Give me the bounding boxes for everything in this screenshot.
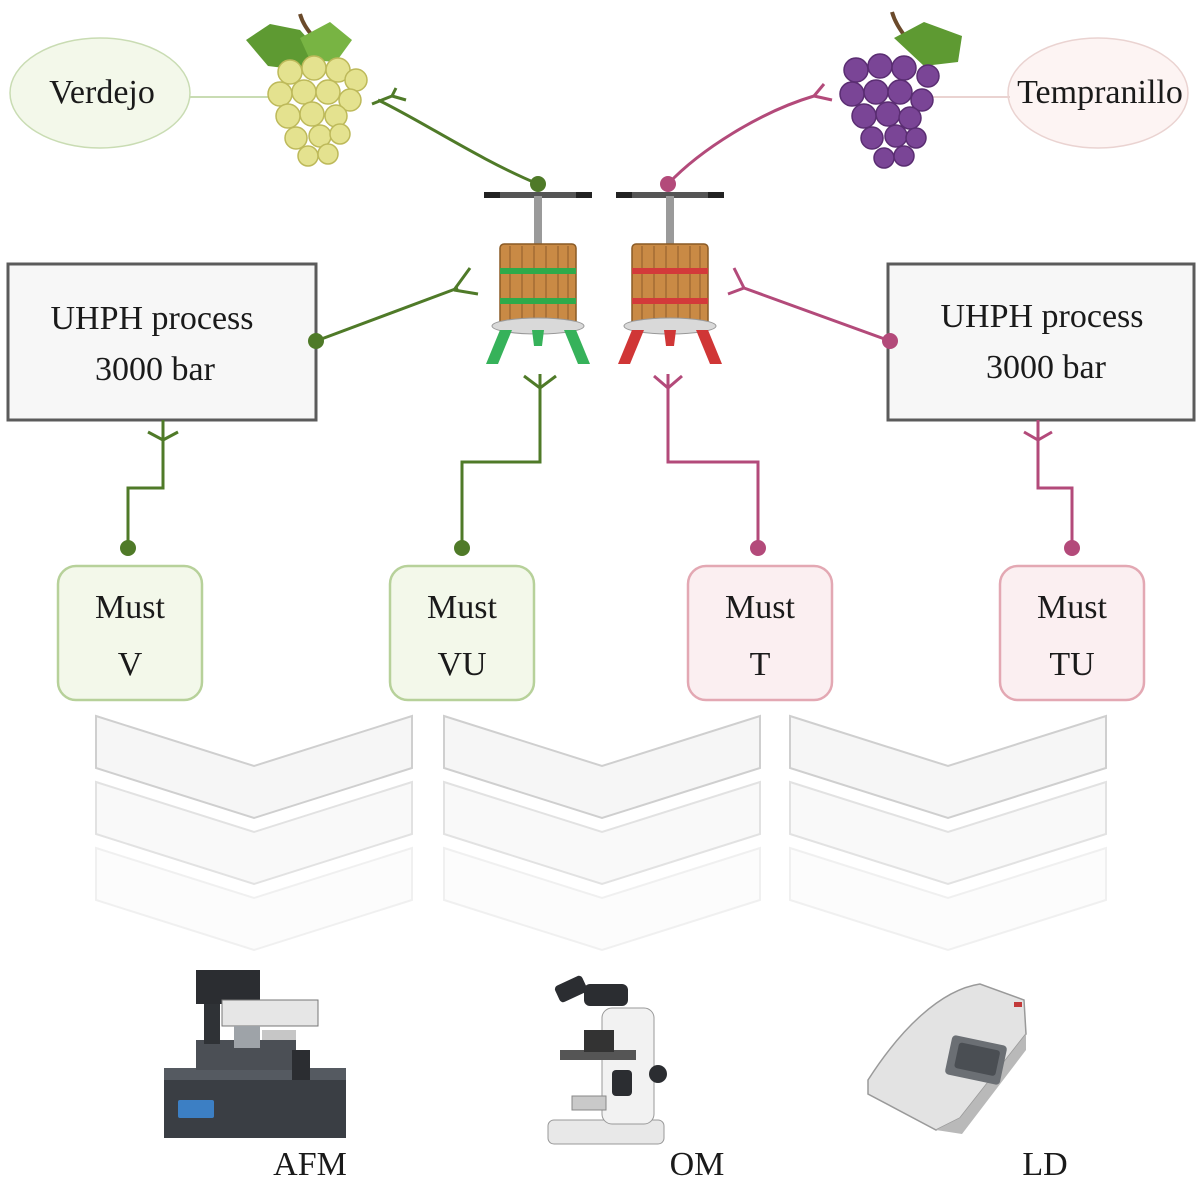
green-connectors xyxy=(126,87,557,548)
chevron-3-2 xyxy=(789,780,1107,886)
verdejo-label-group: Verdejo xyxy=(9,37,272,149)
chevron-2-3 xyxy=(443,846,761,952)
chevron-3-3 xyxy=(789,846,1107,952)
uhph-right-line2: 3000 bar xyxy=(986,349,1107,386)
chevron-2-2 xyxy=(443,780,761,886)
must-t-line2: T xyxy=(750,646,771,683)
green-connector-dots xyxy=(120,176,546,556)
must-vu-line1: Must xyxy=(427,589,497,626)
chevron-1-1 xyxy=(95,714,413,820)
must-vu-line2: VU xyxy=(437,646,486,683)
must-v-box: Must V xyxy=(56,564,204,702)
laser-diffraction-analyzer-icon xyxy=(867,983,1027,1134)
chevron-3-1 xyxy=(789,714,1107,820)
must-tu-box: Must TU xyxy=(998,564,1146,702)
pink-connector-dots xyxy=(660,176,1080,556)
om-label: OM xyxy=(670,1146,725,1183)
must-v-line2: V xyxy=(118,646,143,683)
white-grape-bunch-icon xyxy=(246,13,368,167)
must-t-box: Must T xyxy=(686,564,834,702)
pink-connectors xyxy=(653,83,1074,548)
must-v-line1: Must xyxy=(95,589,165,626)
afm-label: AFM xyxy=(273,1146,347,1183)
tempranillo-label-group: Tempranillo xyxy=(930,37,1189,149)
wine-press-red-icon xyxy=(616,192,724,364)
uhph-right-line1: UHPH process xyxy=(940,298,1143,335)
uhph-left-line2: 3000 bar xyxy=(95,351,216,388)
red-grape-bunch-icon xyxy=(839,11,962,169)
tempranillo-label: Tempranillo xyxy=(1017,74,1183,111)
must-vu-box: Must VU xyxy=(388,564,536,702)
chevron-1-2 xyxy=(95,780,413,886)
must-tu-line1: Must xyxy=(1037,589,1107,626)
chevron-1-3 xyxy=(95,846,413,952)
must-t-line1: Must xyxy=(725,589,795,626)
atomic-force-microscope-icon xyxy=(164,970,346,1138)
chevron-2-1 xyxy=(443,714,761,820)
must-tu-line2: TU xyxy=(1049,646,1094,683)
verdejo-label: Verdejo xyxy=(49,74,155,111)
wine-press-green-icon xyxy=(484,192,592,364)
uhph-process-right-box: UHPH process 3000 bar xyxy=(886,262,1196,422)
uhph-left-line1: UHPH process xyxy=(50,300,253,337)
chevron-arrows xyxy=(95,714,1107,952)
uhph-process-left-box: UHPH process 3000 bar xyxy=(6,262,318,422)
optical-microscope-icon xyxy=(547,975,667,1145)
ld-label: LD xyxy=(1022,1146,1067,1183)
